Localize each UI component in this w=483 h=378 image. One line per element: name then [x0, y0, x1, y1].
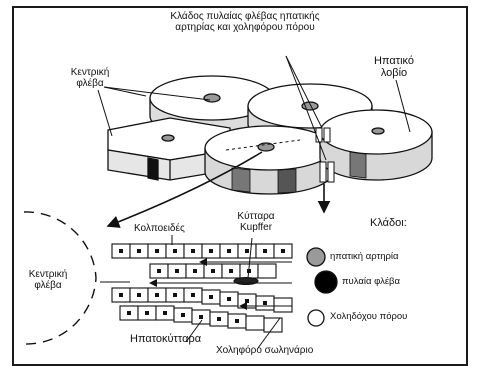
sinusoids-label: Κολποειδές: [134, 224, 185, 235]
kupffer-line1: Κύτταρα: [226, 212, 286, 223]
kupffer-line2: Kupffer: [226, 223, 286, 234]
central-vein-left-line2: φλέβα: [20, 281, 76, 292]
hepatic-lobule-label: Ηπατικό λοβίο: [364, 56, 424, 79]
lobule-front-right: [320, 110, 432, 180]
legend-hepatic-artery-label: ηπατική αρτηρία: [330, 252, 399, 262]
portal-branches-label-line1: Κλάδος πυλαίας φλέβας ηπατικής: [120, 12, 370, 23]
legend-bile-duct-marker: [308, 310, 324, 326]
lobule-front-center: [205, 126, 333, 194]
portal-branches-label-line2: αρτηρίας και χοληφόρου πόρου: [120, 23, 370, 34]
central-vein-top-line2: φλέβα: [60, 79, 120, 90]
legend-title: Κλάδοι:: [370, 218, 407, 230]
hepatic-lobule-line2: λοβίο: [364, 68, 424, 80]
central-vein-left-label: Κεντρική φλέβα: [20, 270, 76, 291]
central-vein-top-line1: Κεντρική: [60, 68, 120, 79]
legend-bile-duct-label: Χοληδόχου πόρου: [330, 312, 407, 322]
hepatic-lobule-line1: Ηπατικό: [364, 56, 424, 68]
legend-portal-vein-marker: [315, 271, 337, 293]
legend-portal-vein-label: πυλαία φλέβα: [342, 277, 400, 287]
portal-branches-label: Κλάδος πυλαίας φλέβας ηπατικής αρτηρίας …: [120, 12, 370, 33]
kupffer-cells-label: Κύτταρα Kupffer: [226, 212, 286, 233]
legend-hepatic-artery-marker: [307, 248, 325, 266]
hepatocytes-label: Ηπατοκύτταρα: [130, 334, 201, 346]
bile-canaliculi-label: Χοληφόρο σωληνάριο: [216, 346, 313, 357]
central-vein-left-line1: Κεντρική: [20, 270, 76, 281]
central-vein-top-label: Κεντρική φλέβα: [60, 68, 120, 89]
